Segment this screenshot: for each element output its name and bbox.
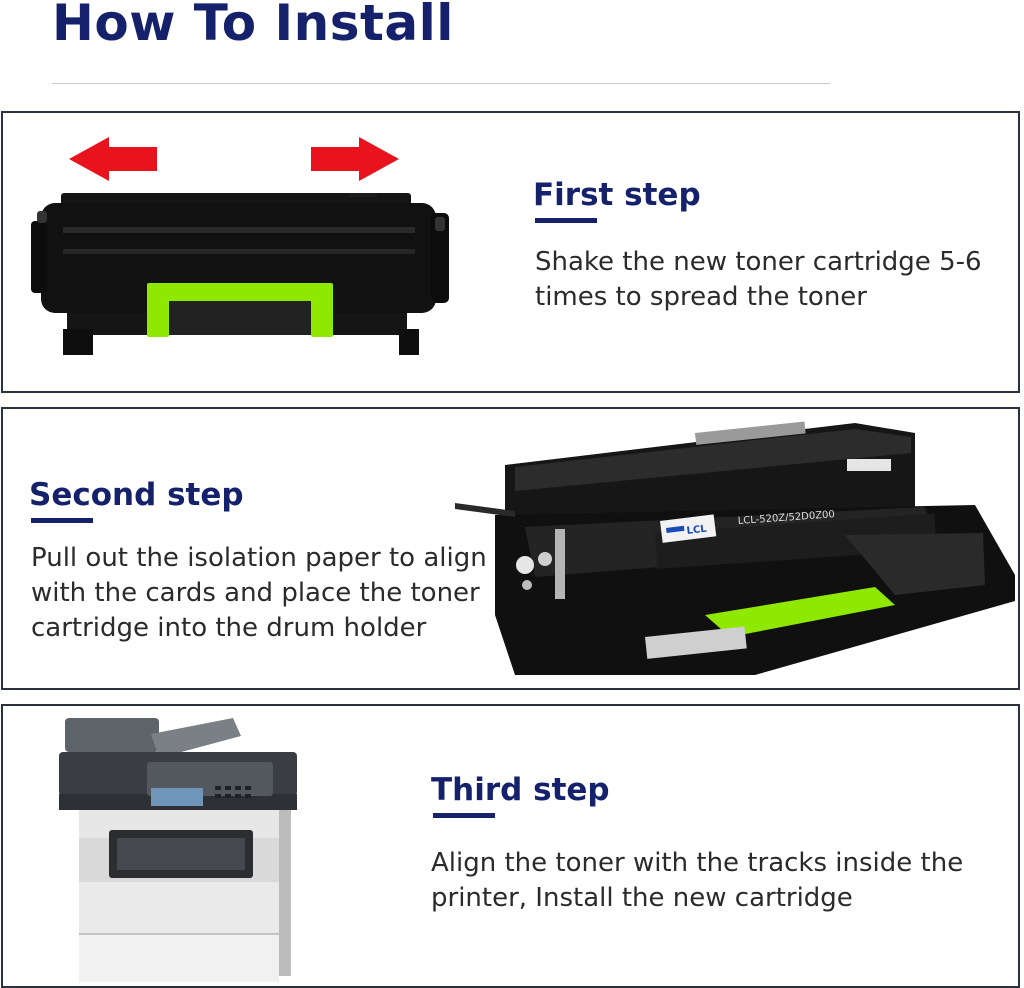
- arrow-right-icon: [311, 137, 399, 181]
- page-title: How To Install: [52, 0, 454, 52]
- step-panel-1: First step Shake the new toner cartridge…: [1, 111, 1020, 393]
- title-divider: [52, 83, 830, 84]
- step-panel-3: Third step Align the toner with the trac…: [1, 704, 1020, 988]
- printer-image: [59, 718, 297, 982]
- drum-brand-logo: LCL: [686, 524, 708, 537]
- step-1-heading: First step: [533, 177, 701, 213]
- step-2-heading: Second step: [29, 477, 244, 513]
- toner-cartridge-image: [31, 193, 449, 355]
- step-1-text: Shake the new toner cartridge 5-6 times …: [535, 247, 982, 312]
- step-3-underline: [433, 813, 495, 818]
- arrow-left-icon: [69, 137, 157, 181]
- step-panel-2: Second step Pull out the isolation paper…: [1, 407, 1020, 690]
- step-3-heading: Third step: [431, 772, 610, 808]
- step-1-underline: [535, 218, 597, 223]
- step-2-text: Pull out the isolation paper to align wi…: [31, 543, 487, 643]
- drum-unit-image: LCL LCL-520Z/52D0Z00: [455, 421, 1015, 675]
- step-2-underline: [31, 518, 93, 523]
- step-3-text: Align the toner with the tracks inside t…: [431, 848, 964, 913]
